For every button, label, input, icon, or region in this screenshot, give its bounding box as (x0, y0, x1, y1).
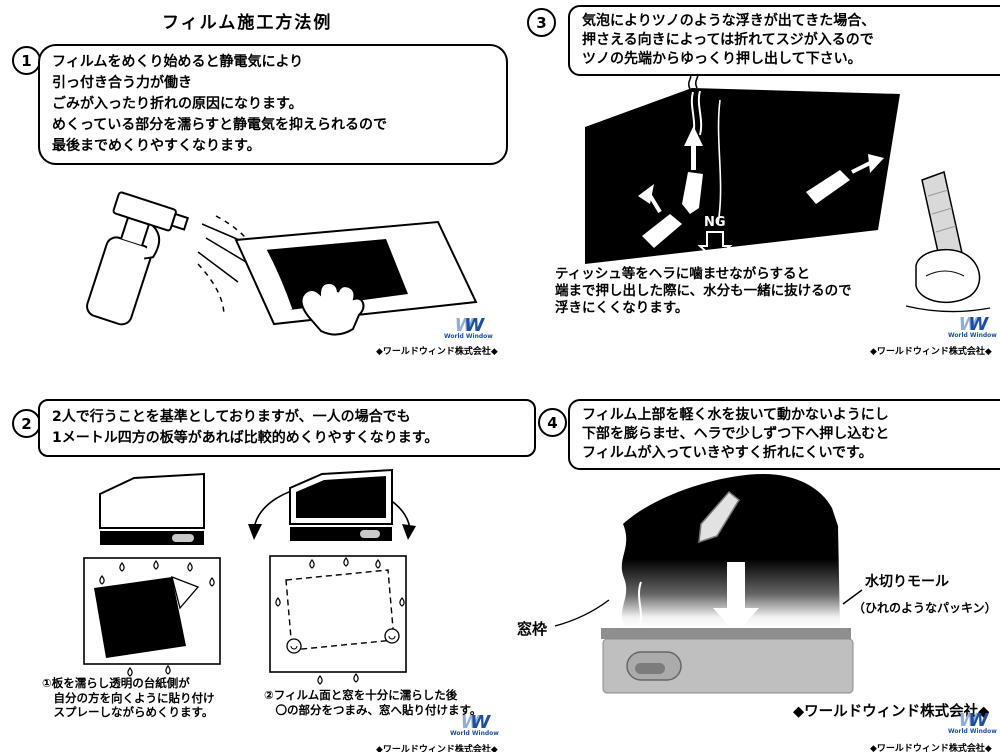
logo-w: W (968, 314, 988, 335)
note-line: ティッシュ等をヘラに噛ませながらすると (555, 266, 811, 282)
instruction-line: ツノの先端からゆっくり押し出して下さい。 (582, 51, 862, 67)
instruction-line: 押さえる向きによっては折れてスジが入るので (582, 32, 874, 48)
molding-leader (842, 589, 863, 605)
instruction-line: 2人で行うことを基準としておりますが、一人の場合でも (52, 409, 411, 425)
pinch-mark (388, 635, 396, 640)
film-sheet (234, 220, 478, 326)
bubble-removal-illustration: NG (585, 73, 991, 313)
window-film-gradient (621, 474, 840, 628)
caption-line: 自分の方を向くように貼り付け (42, 690, 215, 705)
board (269, 555, 407, 673)
instruction-line: 下部を膨らませ、ヘラで少しずつ下へ押し込むと (582, 426, 890, 442)
logo-w: W (958, 314, 979, 335)
company-name: ◆ワールドウィンド株式会社◆ (376, 347, 498, 357)
tinted-film (296, 476, 386, 518)
door-handle-inner (635, 663, 665, 674)
logo-w: W (454, 315, 475, 336)
instruction-line: 最後までめくりやすくなります。 (52, 138, 261, 154)
backing-fold (171, 575, 200, 610)
company-name-large: ◆ワールドウィンド株式会社◆ (793, 704, 990, 720)
logo-w: W (464, 315, 484, 336)
world-window-logo: WW World Window (444, 317, 493, 340)
lock-handle (172, 534, 194, 542)
note-line: 端まで押し出した際に、水分も一緒に抜けるので (555, 283, 852, 299)
film-on-board (94, 577, 186, 658)
squeegee-tool-up (682, 126, 703, 214)
door-install-illustration: 窓枠 水切りモール （ひれのようなパッキン） (517, 474, 997, 694)
lock-handle (360, 530, 380, 538)
caption-step-b: ②フィルム面と窓を十分に濡らした後 〇の部分をつまみ、窓へ貼り付けます。 (264, 688, 481, 717)
logo-w: W (460, 712, 481, 733)
logo-w: W (958, 710, 979, 731)
hand-icon (300, 251, 381, 336)
instruction-line: フィルム上部を軽く水を抜いて動かないようにし (582, 407, 889, 423)
spray-film-illustration (86, 191, 478, 336)
step2-badge: 2 (12, 409, 41, 438)
logo-w: W (968, 710, 988, 731)
company-name: ◆ワールドウィンド株式会社◆ (870, 744, 992, 752)
logo-subtext: World Window (948, 728, 997, 735)
ng-arrow-icon (697, 231, 733, 262)
logo-subtext: World Window (948, 332, 997, 339)
tissue-squeegee-icon (905, 171, 991, 313)
instruction-line: フィルムが入っていきやすく折れにくいです。 (582, 445, 873, 461)
step1-badge: 1 (12, 46, 41, 75)
window-frame-label: 窓枠 (517, 620, 547, 638)
water-streak (638, 581, 642, 627)
world-window-logo: WW World Window (450, 714, 499, 737)
squeegee-tool-right (806, 154, 884, 204)
pinch-point (286, 638, 302, 654)
drain-molding (601, 628, 851, 639)
step4-badge: 4 (538, 408, 567, 437)
instruction-line: フィルムをめくり始めると静電気により (52, 54, 304, 70)
step2-instruction-box: 2人で行うことを基準としておりますが、一人の場合でも 1メートル四方の板等があれ… (38, 399, 536, 457)
window-film-black (585, 88, 900, 264)
page-title: フィルム施工方法例 (162, 13, 333, 33)
world-window-logo: WW World Window (948, 316, 997, 339)
pinch-point (384, 628, 400, 644)
company-name: ◆ワールドウィンド株式会社◆ (870, 347, 992, 357)
flip-arrowhead (248, 524, 262, 540)
step3-badge: 3 (527, 8, 556, 37)
instruction-line: 1メートル四方の板等があれば比較的めくりやすくなります。 (52, 430, 439, 446)
window-pane (99, 472, 205, 529)
caption-line: 〇の部分をつまみ、窓へ貼り付けます。 (264, 702, 482, 717)
board-flip-illustration (248, 468, 416, 685)
caption-line: ②フィルム面と窓を十分に濡らした後 (264, 688, 458, 702)
instruction-line: めくっている部分を濡らすと静電気を抑えられるので (52, 117, 388, 133)
step1-instruction-box: フィルムをめくり始めると静電気により 引っ付き合う力が働き ごみが入ったり折れの… (38, 44, 508, 165)
logo-w: W (470, 712, 490, 733)
note-line: 浮きにくくなります。 (555, 300, 689, 316)
step4-instruction-box: フィルム上部を軽く水を抜いて動かないようにし 下部を膨らませ、ヘラで少しずつ下へ… (568, 399, 1000, 470)
caption-step-a: ①板を濡らし透明の台紙側が 自分の方を向くように貼り付け スプレーしながらめくり… (42, 676, 215, 720)
caption-line: ①板を濡らし透明の台紙側が (42, 676, 190, 690)
logo-subtext: World Window (450, 730, 499, 737)
tissue-note: ティッシュ等をヘラに噛ませながらすると 端まで押し出した際に、水分も一緒に抜ける… (555, 266, 852, 317)
ng-label: NG (704, 215, 726, 230)
step3-instruction-box: 気泡によりツノのような浮きが出てきた場合、 押さえる向きによっては折れてスジが入… (568, 5, 1000, 76)
squeegee-icon (698, 490, 740, 544)
down-arrow-icon (713, 562, 759, 634)
flip-arrowhead (402, 524, 416, 540)
logo-subtext: World Window (444, 333, 493, 340)
company-name: ◆ワールドウィンド株式会社◆ (376, 745, 498, 752)
molding-sub-label: （ひれのようなパッキン） (853, 600, 997, 615)
molding-label: 水切りモール (865, 573, 949, 590)
spray-bottle-icon (86, 191, 190, 326)
instruction-line: 気泡によりツノのような浮きが出てきた場合、 (582, 13, 876, 29)
squeegee-tool-left (638, 184, 682, 248)
world-window-logo: WW World Window (948, 712, 997, 735)
pinch-mark (290, 645, 298, 650)
window-frame-leader (554, 599, 610, 627)
instruction-line: ごみが入ったり折れの原因になります。 (52, 96, 303, 112)
board-peel-illustration (83, 472, 221, 677)
caption-line: スプレーしながらめくります。 (42, 705, 214, 719)
instruction-line: 引っ付き合う力が働き (52, 75, 192, 91)
